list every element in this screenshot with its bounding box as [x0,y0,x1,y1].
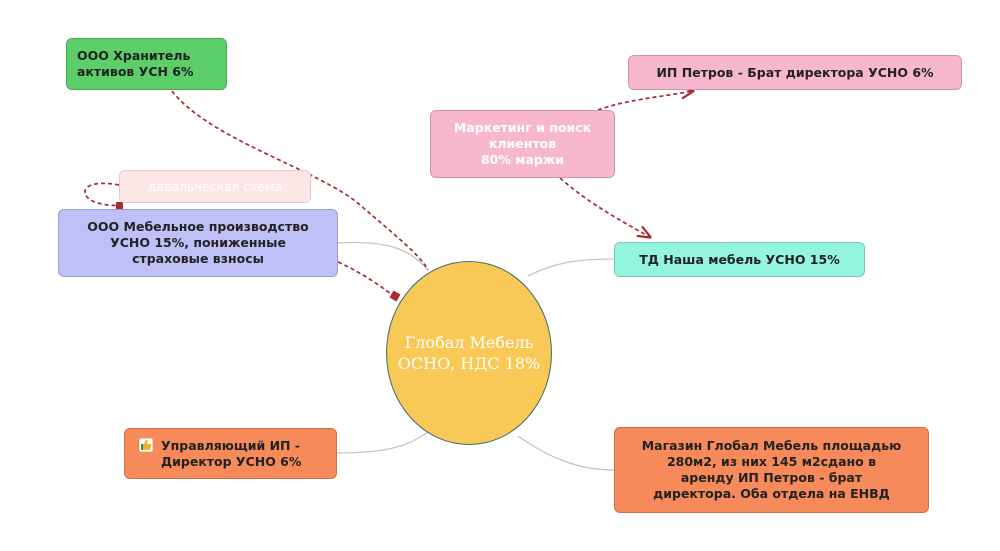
arrow-self-square [116,202,123,209]
arrow-marketing-to-td [559,177,650,237]
thumbs-up-icon [139,438,153,452]
node-furniture-production-label: ООО Мебельное производство УСНО 15%, пон… [87,219,309,266]
node-ip-petrov[interactable]: ИП Петров - Брат директора УСНО 6% [628,55,962,90]
node-tolling-scheme-label: давальческая схема [147,178,283,194]
node-marketing[interactable]: Маркетинг и поиск клиентов 80% маржи [430,110,615,178]
node-store-label: Магазин Глобал Мебель площадью 280м2, из… [641,438,902,501]
node-managing-ip[interactable]: Управляющий ИП - Директор УСНО 6% [124,428,337,479]
arrow-holder-to-center [171,90,429,271]
connector-shop [517,435,615,471]
arrow-mebel-to-center [337,261,397,299]
node-managing-ip-label: Управляющий ИП - Директор УСНО 6% [161,437,302,469]
node-asset-holder[interactable]: ООО Хранитель активов УСН 6% [66,38,227,90]
connector-ip [336,431,429,454]
node-ip-petrov-label: ИП Петров - Брат директора УСНО 6% [656,64,934,80]
arrow-end-square [389,290,401,302]
node-store[interactable]: Магазин Глобал Мебель площадью 280м2, из… [614,427,929,513]
node-asset-holder-label: ООО Хранитель активов УСН 6% [77,48,194,79]
node-center-global-mebel[interactable]: Глобал Мебель ОСНО, НДС 18% [386,261,552,445]
node-marketing-label: Маркетинг и поиск клиентов 80% маржи [453,120,592,167]
node-tolling-scheme[interactable]: давальческая схема [119,170,311,203]
node-center-label: Глобал Мебель ОСНО, НДС 18% [397,333,541,373]
arrow-mebel-self [84,182,123,207]
node-furniture-production[interactable]: ООО Мебельное производство УСНО 15%, пон… [58,209,338,277]
connector-mebel [337,241,429,271]
arrow-marketing-to-petrov [597,91,693,111]
node-trading-house-label: ТД Наша мебель УСНО 15% [639,251,840,267]
node-trading-house[interactable]: ТД Наша мебель УСНО 15% [614,242,865,277]
connector-td [527,258,615,277]
